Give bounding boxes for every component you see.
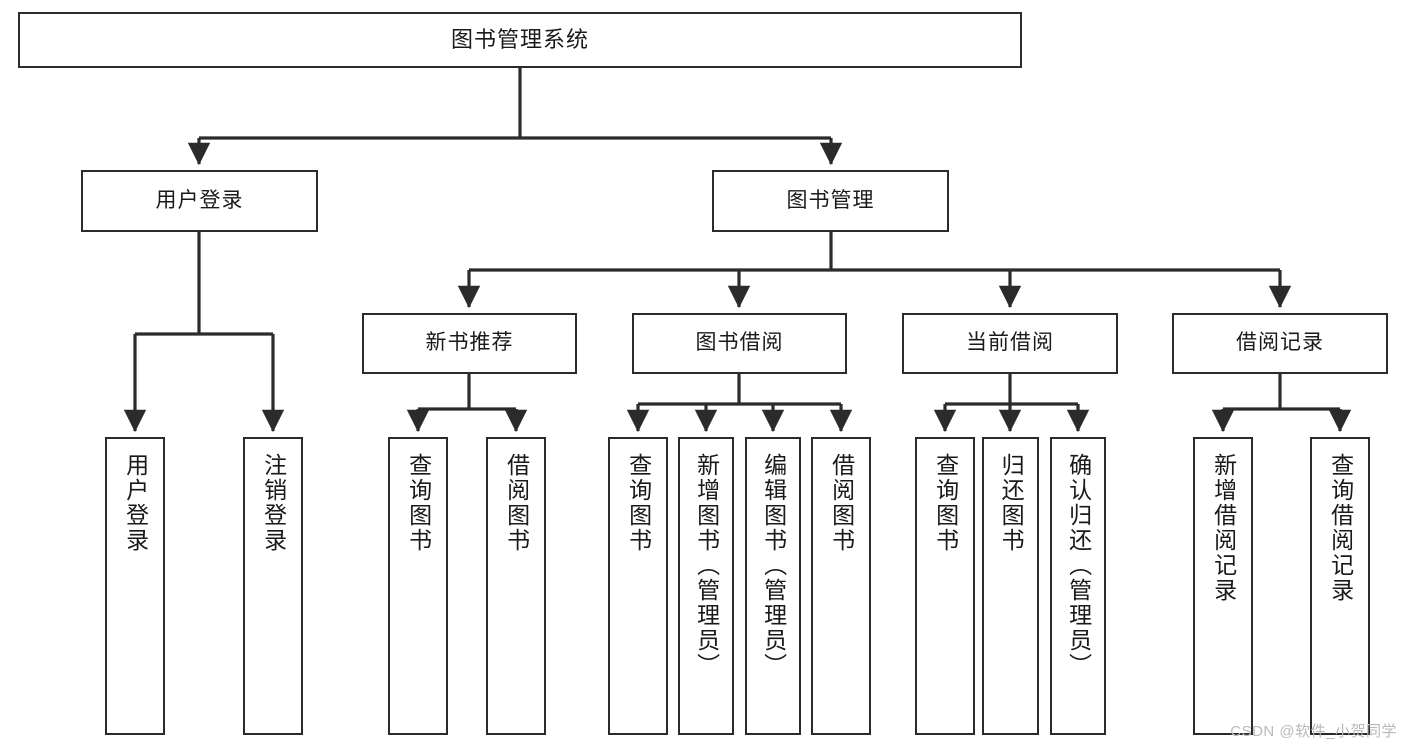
node-leaf-query-book-2[interactable]: 查询图书	[608, 437, 668, 735]
node-leaf-query-book-1[interactable]: 查询图书	[388, 437, 448, 735]
node-leaf-query-book-3-label: 查询图书	[932, 453, 959, 553]
node-leaf-user-login[interactable]: 用户登录	[105, 437, 165, 735]
node-leaf-query-record[interactable]: 查询借阅记录	[1310, 437, 1370, 735]
node-leaf-borrow-book-1-label: 借阅图书	[503, 453, 530, 553]
node-leaf-borrow-book-2-label: 借阅图书	[828, 453, 855, 553]
node-leaf-return-book-label: 归还图书	[998, 453, 1025, 553]
node-user-login-label: 用户登录	[155, 188, 244, 212]
node-leaf-query-book-1-label: 查询图书	[405, 453, 432, 553]
node-leaf-add-book[interactable]: 新增图书（管理员）	[678, 437, 734, 735]
node-borrow-record[interactable]: 借阅记录	[1172, 313, 1388, 374]
node-leaf-query-book-3[interactable]: 查询图书	[915, 437, 975, 735]
node-new-book-recommend[interactable]: 新书推荐	[362, 313, 577, 374]
node-current-borrow[interactable]: 当前借阅	[902, 313, 1118, 374]
node-new-book-recommend-label: 新书推荐	[425, 331, 514, 355]
node-leaf-borrow-book-1[interactable]: 借阅图书	[486, 437, 546, 735]
node-leaf-edit-book-label: 编辑图书（管理员）	[760, 453, 787, 678]
node-book-manage-label: 图书管理	[786, 188, 875, 212]
node-leaf-add-book-label: 新增图书（管理员）	[693, 453, 720, 678]
node-user-login[interactable]: 用户登录	[81, 170, 318, 232]
node-book-borrow[interactable]: 图书借阅	[632, 313, 847, 374]
node-leaf-confirm-return[interactable]: 确认归还（管理员）	[1050, 437, 1106, 735]
node-leaf-add-record-label: 新增借阅记录	[1210, 453, 1237, 603]
node-leaf-borrow-book-2[interactable]: 借阅图书	[811, 437, 871, 735]
node-borrow-record-label: 借阅记录	[1236, 331, 1324, 355]
node-root[interactable]: 图书管理系统	[18, 12, 1022, 68]
node-leaf-logout-login[interactable]: 注销登录	[243, 437, 303, 735]
node-book-borrow-label: 图书借阅	[695, 331, 784, 355]
node-leaf-query-book-2-label: 查询图书	[625, 453, 652, 553]
node-leaf-add-record[interactable]: 新增借阅记录	[1193, 437, 1253, 735]
node-leaf-confirm-return-label: 确认归还（管理员）	[1065, 453, 1092, 678]
node-current-borrow-label: 当前借阅	[966, 331, 1054, 355]
node-leaf-user-login-label: 用户登录	[122, 453, 149, 553]
node-book-manage[interactable]: 图书管理	[712, 170, 949, 232]
node-leaf-logout-login-label: 注销登录	[260, 453, 287, 553]
node-leaf-edit-book[interactable]: 编辑图书（管理员）	[745, 437, 801, 735]
node-root-label: 图书管理系统	[450, 27, 589, 53]
node-leaf-query-record-label: 查询借阅记录	[1327, 453, 1354, 603]
node-leaf-return-book[interactable]: 归还图书	[982, 437, 1039, 735]
